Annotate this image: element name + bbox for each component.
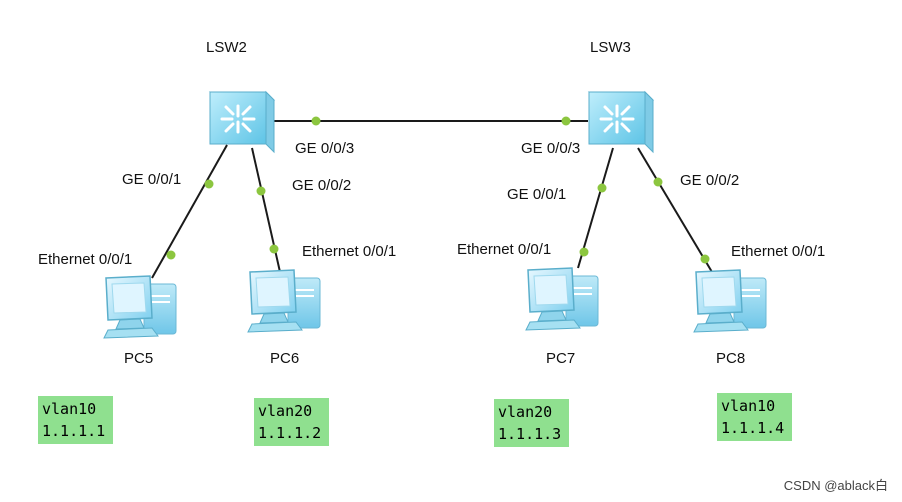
pc-icon — [525, 267, 599, 331]
port-label: Ethernet 0/0/1 — [302, 243, 396, 260]
vlan-label: vlan10 — [721, 397, 776, 415]
watermark: CSDN @ablack白 — [783, 478, 888, 493]
pc5-info-box: vlan10 1.1.1.1 — [38, 396, 114, 444]
switch-lsw2-label: LSW2 — [206, 39, 247, 56]
pc-pc8[interactable]: PC8 — [693, 269, 767, 367]
ip-label: 1.1.1.2 — [258, 424, 322, 442]
link-lsw2-pc6 — [251, 147, 281, 273]
port-label: GE 0/0/1 — [122, 171, 181, 188]
port-label: Ethernet 0/0/1 — [457, 241, 551, 258]
switch-lsw2[interactable]: LSW2 — [206, 39, 276, 154]
switch-lsw3[interactable]: LSW3 — [587, 39, 655, 154]
pc7-info-box: vlan20 1.1.1.3 — [494, 399, 570, 447]
ip-label: 1.1.1.3 — [498, 425, 562, 443]
port-label: GE 0/0/2 — [292, 177, 351, 194]
pc6-info-box: vlan20 1.1.1.2 — [254, 398, 330, 446]
port-dot — [269, 244, 279, 254]
port-dot — [256, 186, 266, 196]
pc7-label: PC7 — [546, 350, 575, 367]
port-labels: GE 0/0/3 GE 0/0/3 GE 0/0/1 GE 0/0/2 GE 0… — [38, 140, 825, 268]
vlan-label: vlan10 — [42, 400, 97, 418]
vlan-label: vlan20 — [498, 403, 553, 421]
link-lsw2-pc5 — [151, 144, 228, 279]
pc8-info-box: vlan10 1.1.1.4 — [717, 393, 793, 441]
pc-icon — [247, 269, 321, 333]
switch-icon — [208, 90, 276, 154]
pc-pc5[interactable]: PC5 — [103, 275, 177, 367]
port-label: Ethernet 0/0/1 — [731, 243, 825, 260]
pc-pc6[interactable]: PC6 — [247, 269, 321, 367]
port-label: GE 0/0/3 — [521, 140, 580, 157]
port-label: GE 0/0/2 — [680, 172, 739, 189]
links — [151, 120, 713, 279]
port-dot — [204, 179, 214, 189]
port-dot — [653, 177, 663, 187]
ip-label: 1.1.1.1 — [42, 422, 106, 440]
switch-lsw3-label: LSW3 — [590, 39, 631, 56]
port-dot — [597, 183, 607, 193]
link-lsw3-pc8 — [637, 147, 713, 273]
pc-icon — [103, 275, 177, 339]
pc6-label: PC6 — [270, 350, 299, 367]
port-dot — [579, 247, 589, 257]
port-dot — [561, 116, 571, 126]
port-label: GE 0/0/3 — [295, 140, 354, 157]
switch-icon — [587, 90, 655, 154]
pc8-label: PC8 — [716, 350, 745, 367]
vlan-label: vlan20 — [258, 402, 313, 420]
pc-pc7[interactable]: PC7 — [525, 267, 599, 367]
port-dot — [700, 254, 710, 264]
port-label: GE 0/0/1 — [507, 186, 566, 203]
ip-label: 1.1.1.4 — [721, 419, 785, 437]
pc5-label: PC5 — [124, 350, 153, 367]
port-dot — [166, 250, 176, 260]
port-dot — [311, 116, 321, 126]
pc-icon — [693, 269, 767, 333]
port-dots — [166, 116, 710, 264]
port-label: Ethernet 0/0/1 — [38, 251, 132, 268]
